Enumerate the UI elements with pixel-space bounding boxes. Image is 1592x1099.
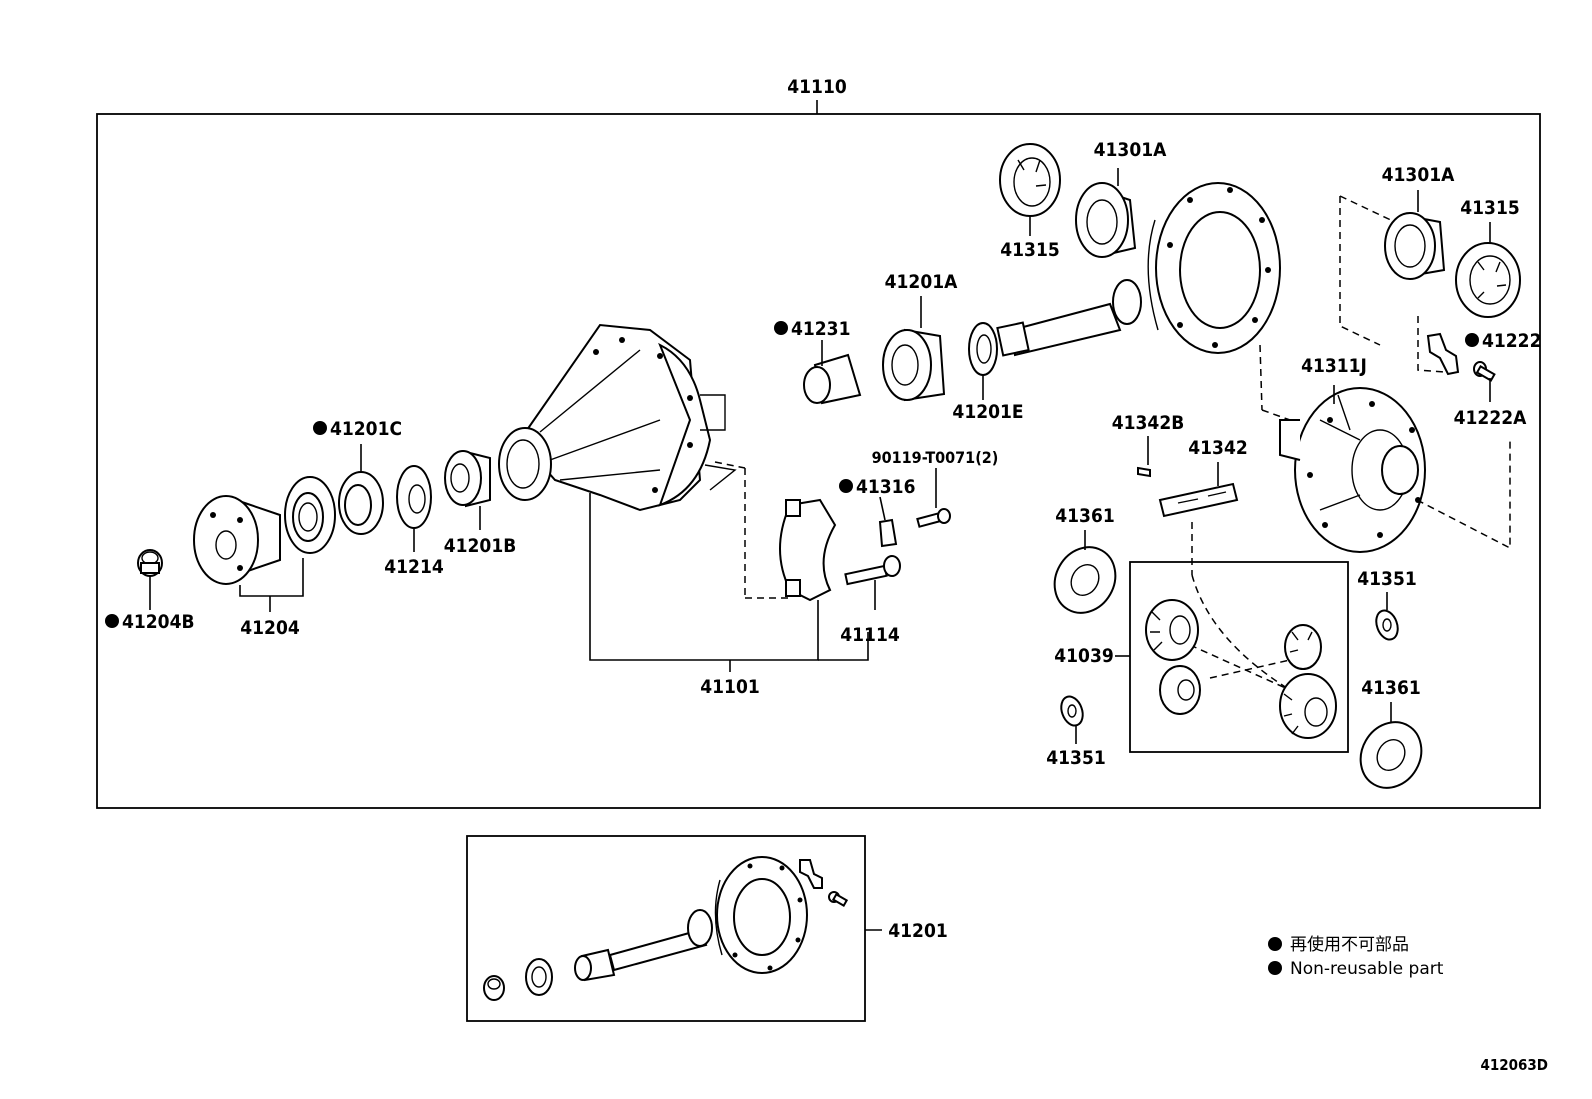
pin-lock-part[interactable] <box>1137 466 1151 478</box>
pinion-shaft-part[interactable] <box>1158 482 1239 518</box>
flange-nut-part[interactable] <box>137 549 163 577</box>
label-oil-seal[interactable]: 41201C <box>330 418 402 440</box>
dash-right-bearings-2 <box>1339 195 1396 223</box>
bearing-cap-part[interactable] <box>779 498 837 602</box>
label-thrust-washer-left[interactable]: 41351 <box>1046 747 1105 769</box>
oil-seal-part[interactable] <box>338 471 384 535</box>
label-washer-e[interactable]: 41201E <box>952 401 1023 423</box>
label-lock-plate[interactable]: 41222 <box>1482 330 1541 352</box>
ring-pinion-set-part[interactable] <box>483 856 849 1001</box>
front-bearing-part[interactable] <box>444 450 491 508</box>
dash-right-bearings <box>1339 196 1381 346</box>
legend-marker-en <box>1268 961 1282 975</box>
non-reusable-marker-41222 <box>1465 333 1479 347</box>
label-companion-flange[interactable]: 41204 <box>240 617 300 639</box>
label-bearing-cone-left[interactable]: 41301A <box>1094 139 1167 161</box>
spacer-part[interactable] <box>803 353 862 405</box>
lock-41316-part[interactable] <box>878 518 898 548</box>
differential-carrier-part[interactable] <box>498 323 737 512</box>
bracket-carrier <box>589 493 819 661</box>
label-gear-kit[interactable]: 41039 <box>1054 645 1113 667</box>
label-rear-bearing[interactable]: 41201A <box>885 271 958 293</box>
gear-kit-frame <box>1129 561 1349 753</box>
bearing-cup-left-part[interactable] <box>999 143 1061 217</box>
side-washer-bottom-part[interactable] <box>1349 711 1433 799</box>
label-front-bearing[interactable]: 41201B <box>444 535 517 557</box>
lock-bolt-part[interactable] <box>1473 361 1496 382</box>
label-assembly[interactable]: 41110 <box>787 76 847 98</box>
lock-plate-part[interactable] <box>1426 332 1460 376</box>
bearing-cone-right-part[interactable] <box>1384 212 1446 280</box>
side-gear-large-part[interactable] <box>1145 599 1199 661</box>
label-bolt-90119[interactable]: 90119-T0071(2) <box>872 448 999 467</box>
label-diff-case[interactable]: 41311J <box>1301 355 1367 377</box>
label-lock-bolt[interactable]: 41222A <box>1454 407 1527 429</box>
figure-id: 412063D <box>1480 1056 1548 1074</box>
differential-case-part[interactable] <box>1279 387 1426 553</box>
pinion-gear-right-part[interactable] <box>1284 624 1322 670</box>
label-lock-41316[interactable]: 41316 <box>856 476 915 498</box>
label-side-washer-bottom[interactable]: 41361 <box>1361 677 1420 699</box>
bearing-cone-left-part[interactable] <box>1075 182 1137 258</box>
dash-lock-plate <box>1417 316 1446 373</box>
non-reusable-marker-41231 <box>774 321 788 335</box>
legend-marker-jp <box>1268 937 1282 951</box>
assembly-frame <box>96 113 1541 809</box>
bolt-90119-part[interactable] <box>916 508 951 528</box>
bearing-cup-right-part[interactable] <box>1455 242 1521 318</box>
label-deflector[interactable]: 41214 <box>384 556 444 578</box>
non-reusable-marker-41204b <box>105 614 119 628</box>
label-bearing-cup-right[interactable]: 41315 <box>1460 197 1519 219</box>
non-reusable-marker-41201c <box>313 421 327 435</box>
dash-ring-to-case-2 <box>1261 409 1291 421</box>
thrust-washer-left-part[interactable] <box>1057 693 1086 728</box>
bracket-carrier-bolt <box>818 632 869 661</box>
rear-bearing-part[interactable] <box>882 328 946 402</box>
dash-ring-to-case <box>1259 344 1263 411</box>
thrust-washer-right-part[interactable] <box>1372 607 1401 642</box>
dash-kit-1 <box>1191 574 1291 691</box>
side-gear-bottom-part[interactable] <box>1279 673 1337 739</box>
legend-text-jp: 再使用不可部品 <box>1290 934 1409 955</box>
label-bearing-cone-right[interactable]: 41301A <box>1382 164 1455 186</box>
legend: 再使用不可部品 Non-reusable part <box>1268 934 1444 979</box>
label-side-washer-top[interactable]: 41361 <box>1055 505 1114 527</box>
leader-lock-41316 <box>879 496 886 521</box>
label-cap-bolt[interactable]: 41114 <box>840 624 900 646</box>
label-bearing-cup-left[interactable]: 41315 <box>1000 239 1059 261</box>
label-thrust-washer-right[interactable]: 41351 <box>1357 568 1416 590</box>
dash-carrier-cap-3 <box>714 461 746 469</box>
legend-text-en: Non-reusable part <box>1290 959 1444 979</box>
ring-pinion-frame <box>466 835 866 1022</box>
companion-flange-part[interactable] <box>193 476 336 585</box>
label-pin-lock[interactable]: 41342B <box>1112 412 1185 434</box>
pinion-gear-left-part[interactable] <box>1159 665 1201 715</box>
washer-e-part[interactable] <box>968 322 998 376</box>
label-ring-pinion[interactable]: 41201 <box>888 920 947 942</box>
side-washer-top-part[interactable] <box>1043 536 1127 624</box>
dash-kit-3 <box>1209 659 1291 679</box>
cap-bolt-part[interactable] <box>844 555 901 586</box>
deflector-part[interactable] <box>396 465 432 529</box>
label-pinion-shaft[interactable]: 41342 <box>1188 437 1247 459</box>
label-spacer[interactable]: 41231 <box>791 318 850 340</box>
label-carrier[interactable]: 41101 <box>700 676 759 698</box>
dash-kit-2 <box>1189 644 1291 691</box>
label-flange-nut[interactable]: 41204B <box>122 611 195 633</box>
ring-gear-pinion-part[interactable] <box>996 182 1281 357</box>
non-reusable-marker-41316 <box>839 479 853 493</box>
dash-case-right <box>1416 440 1511 550</box>
bracket-companion-flange <box>239 558 304 597</box>
